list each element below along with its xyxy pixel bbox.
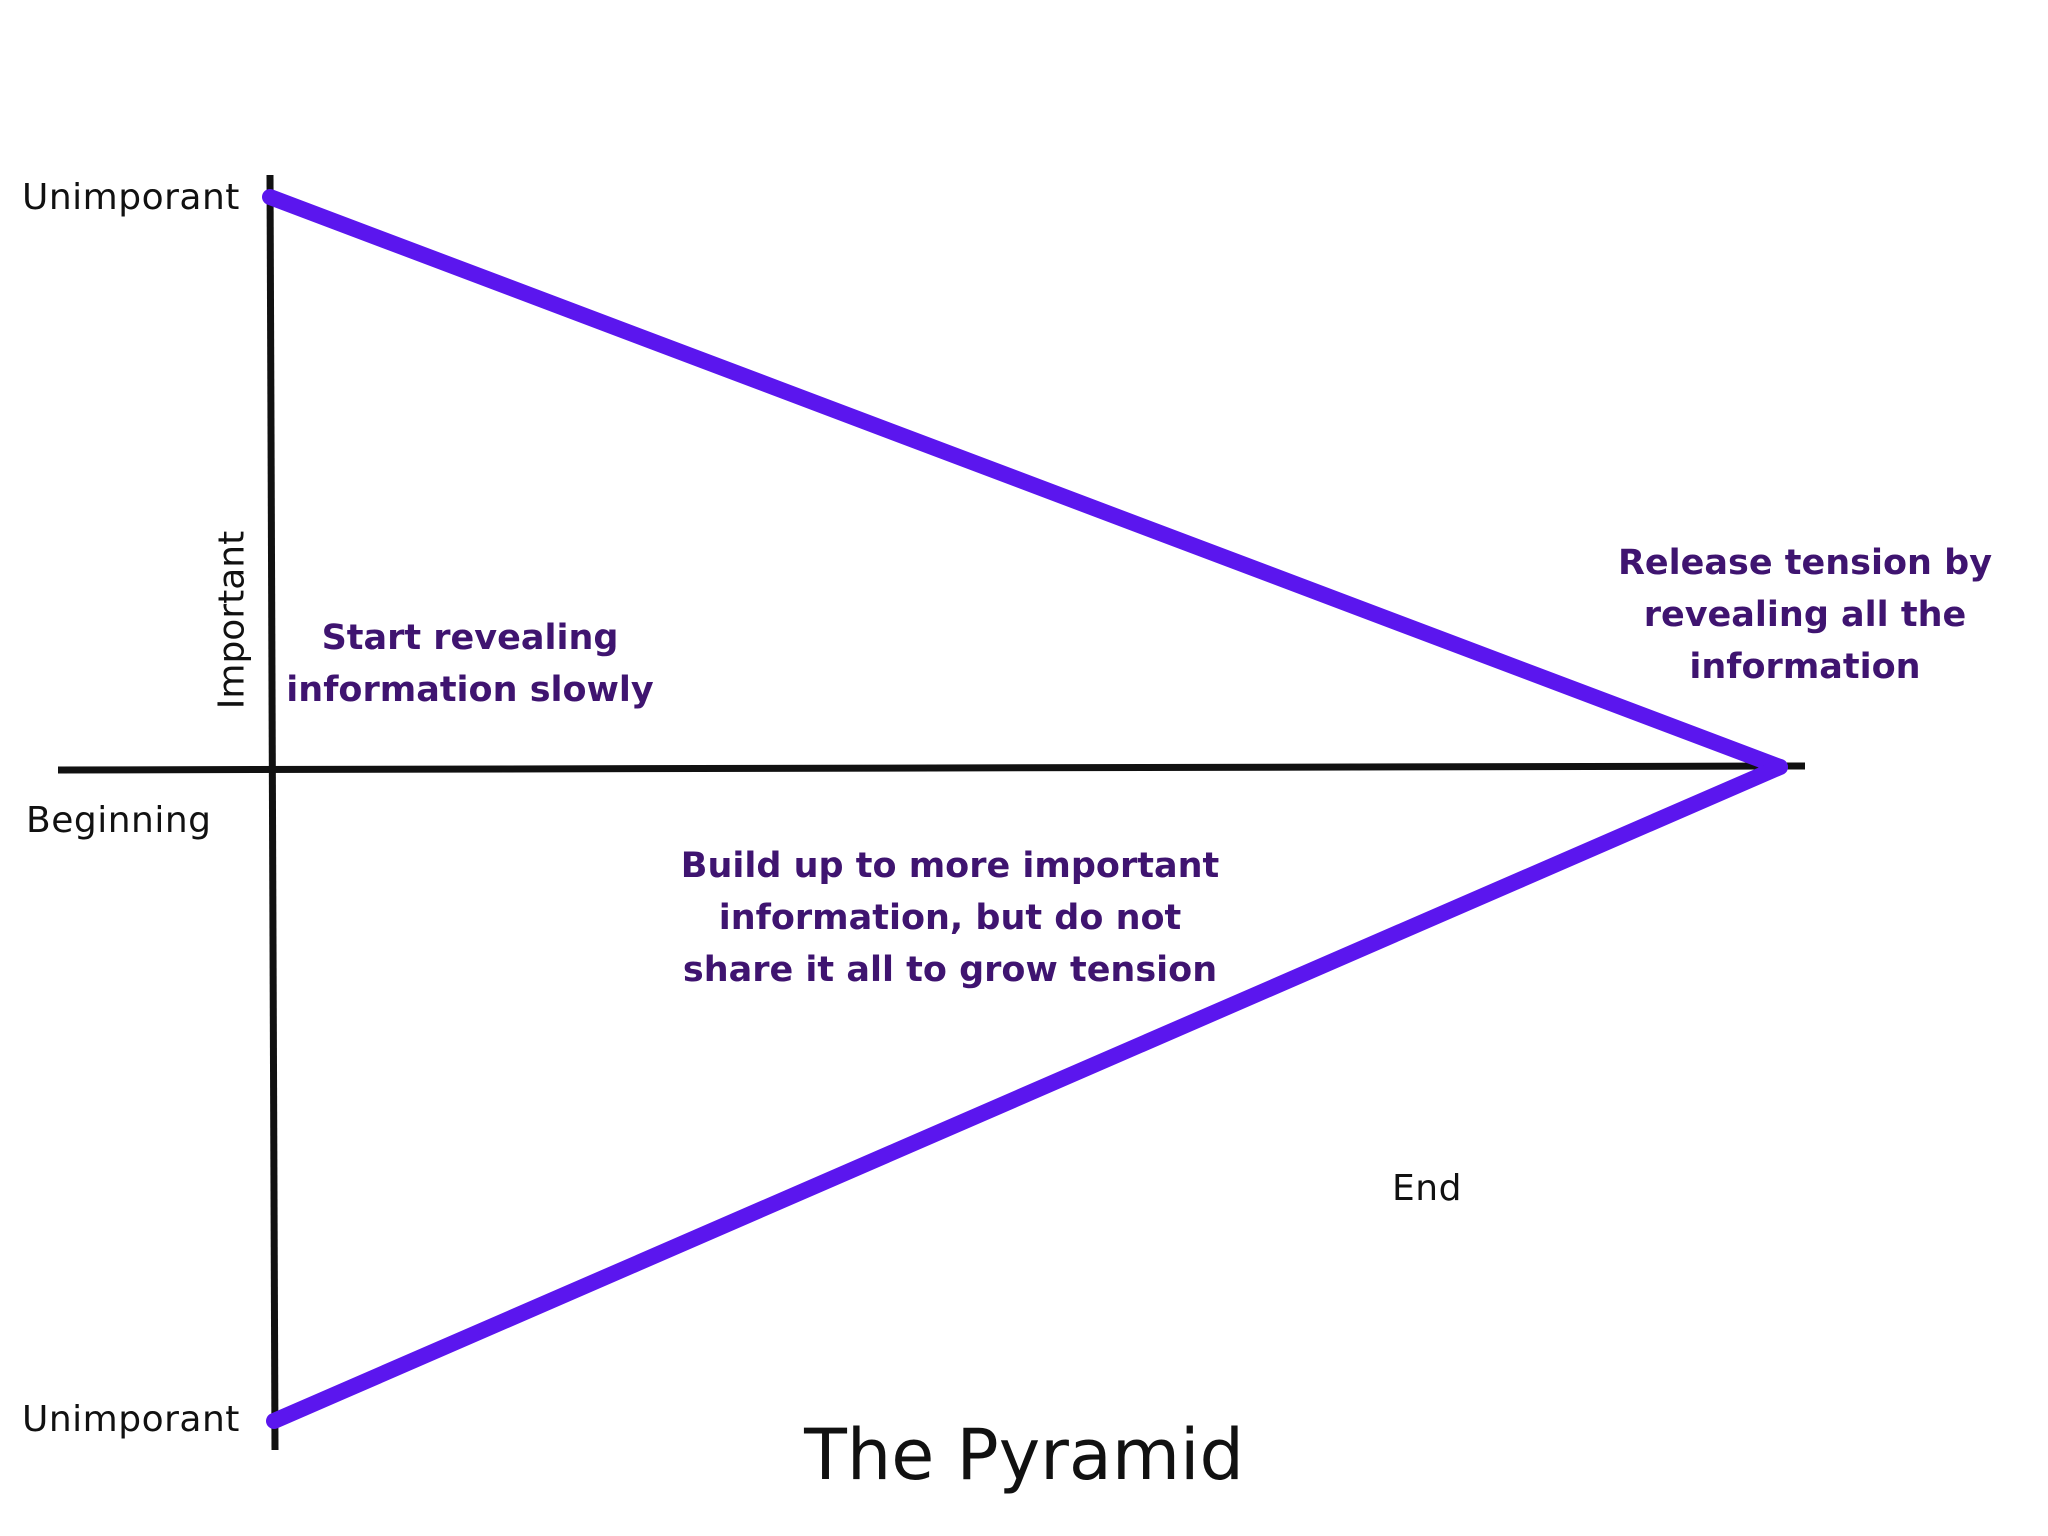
note-build-line-2: information, but do not [718, 898, 1182, 938]
bottom-unimportant-label: Unimporant [22, 1399, 240, 1440]
top-unimportant-label: Unimporant [22, 177, 240, 218]
important-axis-label: Important [211, 530, 253, 710]
note-build-line-1: Build up to more important [680, 846, 1220, 886]
vertical-axis [266, 174, 279, 1451]
end-label: End [1392, 1168, 1462, 1209]
diagram-title: The Pyramid [804, 1414, 1244, 1496]
note-release: Release tension by revealing all the inf… [1595, 537, 2015, 693]
note-start-line-2: information slowly [286, 670, 654, 710]
note-build-line-3: share it all to grow tension [682, 950, 1218, 990]
pyramid-upper-edge [262, 189, 1788, 775]
note-release-line-1: Release tension by [1617, 543, 1993, 583]
note-release-line-2: revealing all the [1643, 595, 1967, 635]
note-build: Build up to more important information, … [640, 840, 1260, 996]
horizontal-axis [57, 762, 1806, 774]
pyramid-lower-edge [266, 759, 1788, 1429]
note-start: Start revealing information slowly [280, 612, 660, 716]
note-start-line-1: Start revealing [321, 618, 619, 658]
note-release-line-3: information [1689, 647, 1921, 687]
beginning-label: Beginning [26, 800, 212, 841]
